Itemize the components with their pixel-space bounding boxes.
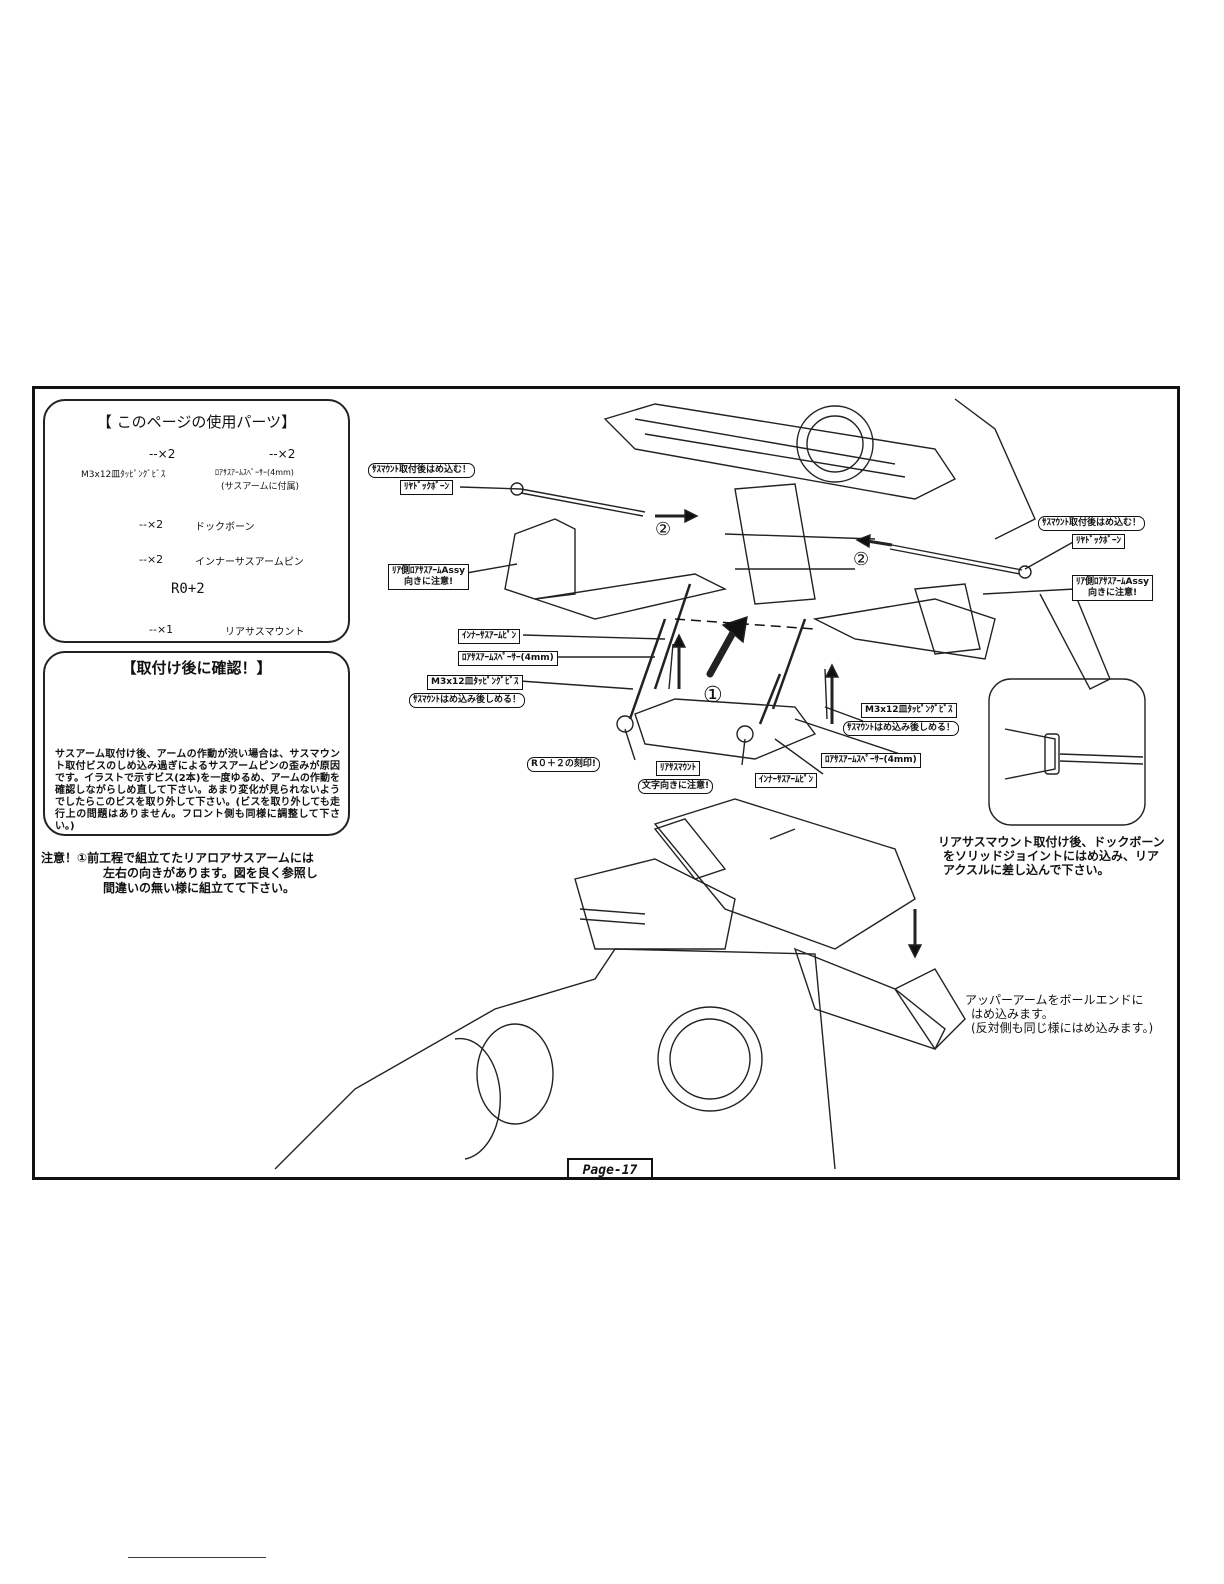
rear-chassis-top-illustration [504,398,1036,760]
parts-panel: 【 このページの使用パーツ】 --×2 M3x12皿ﾀｯﾋﾟﾝｸﾞﾋﾞｽ --×… [43,399,350,643]
callout-tighten-right: ｻｽﾏｳﾝﾄはめ込み後しめる！ [843,721,960,736]
check-panel-title: 【取付け後に確認！】 [121,659,272,677]
rear-mount-qty: --×1 [149,623,174,636]
caution-line-2: 左右の向きがあります。図を良く参照し [103,866,318,880]
rear-lower-arm-right-label: ﾘｱ側ﾛｱｻｽｱｰﾑAssy [1076,577,1150,587]
orientation-right-label: 向きに注意! [1087,588,1138,598]
step-two-number-left: ② [655,519,672,540]
caution-line-1: 注意！①前工程で組立てたリアロアサスアームには [41,851,314,865]
note-upper-arm-line-3: (反対側も同じ様にはめ込みます。) [971,1021,1154,1035]
note-dogbone-line-1: リアサスマウント取付け後、ドックボーン [938,835,1165,849]
instruction-page-frame: 【 このページの使用パーツ】 --×2 M3x12皿ﾀｯﾋﾟﾝｸﾞﾋﾞｽ --×… [32,386,1180,1180]
check-panel-text: サスアーム取付け後、アームの作動が渋い場合は、サスマウント取付ビスのしめ込み過ぎ… [55,749,340,832]
page-number-badge: Page-17 [567,1158,653,1177]
chassis-bottom-illustration [274,798,966,1170]
step-one-number: ① [703,683,723,708]
dogbone-qty: --×2 [139,518,164,531]
callout-spacer-left: ﾛｱｻｽｱｰﾑｽﾍﾟｰｻｰ(4mm) [458,651,558,666]
callout-inner-pin-right: ｲﾝﾅｰｻｽｱｰﾑﾋﾟﾝ [755,773,818,788]
note-upper-arm-line-1: アッパーアームをボールエンドに [965,993,1144,1007]
callout-insert-after-mount-right: ｻｽﾏｳﾝﾄ取付後はめ込む！ [1038,516,1146,531]
rear-mount-label: リアサスマウント [225,627,305,638]
callout-tighten-left: ｻｽﾏｳﾝﾄはめ込み後しめる！ [409,693,526,708]
spacer-qty: --×2 [269,447,296,461]
callout-rear-dogbone-left: ﾘﾔﾄﾞｯｸﾎﾞｰﾝ [400,480,454,495]
spacer-label: ﾛｱｻｽｱｰﾑｽﾍﾟｰｻｰ(4mm) [215,468,294,477]
check-panel: 【取付け後に確認！】 サスアーム取付け後、アームの作動が渋い場合は、サスマウント… [43,651,350,836]
orientation-left-label: 向きに注意! [403,577,454,587]
zoom-inset [988,678,1146,826]
inner-pin-qty: --×2 [139,553,164,566]
callout-marking: R０＋２の刻印! [527,757,601,772]
callout-spacer-right: ﾛｱｻｽｱｰﾑｽﾍﾟｰｻｰ(4mm) [821,753,921,768]
note-upper-arm-line-2: はめ込みます。 [971,1007,1054,1021]
screw-qty: --×2 [149,447,176,461]
callout-rear-lower-arm-right: ﾘｱ側ﾛｱｻｽｱｰﾑAssy 向きに注意! [1072,575,1154,601]
spacer-note: (サスアームに付属) [221,482,300,492]
parts-panel-title: 【 このページの使用パーツ】 [96,413,297,431]
callout-screw-right: M3x12皿ﾀｯﾋﾟﾝｸﾞﾋﾞｽ [861,703,957,718]
footer-link-underline[interactable] [128,1557,266,1558]
step-two-number-right: ② [853,549,870,570]
screw-label: M3x12皿ﾀｯﾋﾟﾝｸﾞﾋﾞｽ [81,470,166,480]
callout-inner-pin-left: ｲﾝﾅｰｻｽｱｰﾑﾋﾟﾝ [458,629,521,644]
caution-line-3: 間違いの無い様に組立てて下さい。 [103,881,296,895]
callout-rear-mount: ﾘｱｻｽﾏｳﾝﾄ [656,761,701,776]
rear-lower-arm-left-label: ﾘｱ側ﾛｱｻｽｱｰﾑAssy [392,566,466,576]
callout-screw-left: M3x12皿ﾀｯﾋﾟﾝｸﾞﾋﾞｽ [427,675,523,690]
callout-insert-after-mount-left: ｻｽﾏｳﾝﾄ取付後はめ込む！ [368,463,476,478]
inner-pin-label: インナーサスアームピン [195,557,304,568]
callout-rear-dogbone-right: ﾘﾔﾄﾞｯｸﾎﾞｰﾝ [1072,534,1126,549]
note-dogbone-line-3: アクスルに差し込んで下さい。 [943,863,1110,877]
dogbone-label: ドックボーン [195,522,255,533]
rear-mount-marking: R0+2 [171,581,205,597]
note-dogbone-line-2: をソリッドジョイントにはめ込み、リア [943,849,1160,863]
callout-text-orientation: 文字向きに注意! [638,779,714,794]
callout-rear-lower-arm-left: ﾘｱ側ﾛｱｻｽｱｰﾑAssy 向きに注意! [388,564,470,590]
